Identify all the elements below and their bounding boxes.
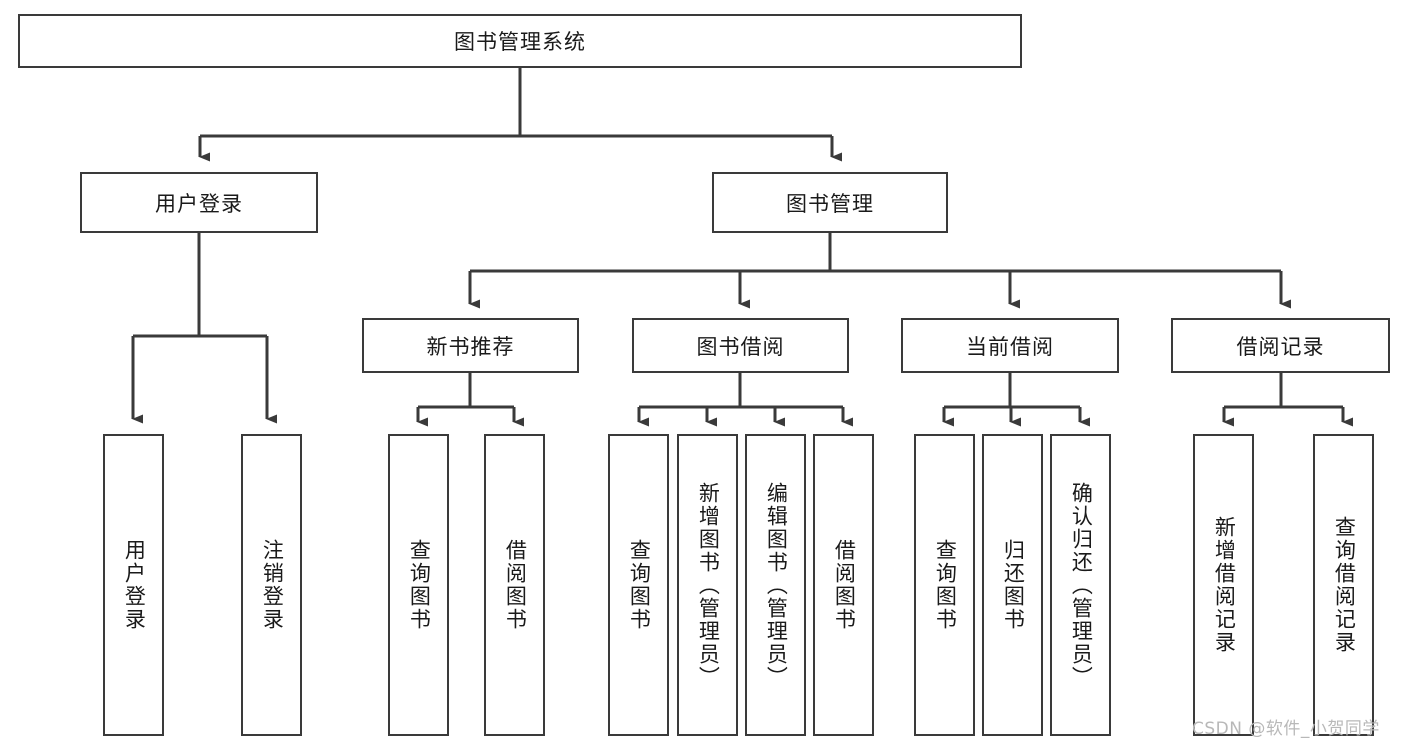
leaf-label: 用户登录	[122, 539, 147, 631]
leaf-current-borrow-confirm-return-admin[interactable]: 确认归还（管理员）	[1050, 434, 1111, 736]
leaf-label: 借阅图书	[832, 539, 857, 631]
leaf-book-borrow-borrow-book[interactable]: 借阅图书	[813, 434, 874, 736]
leaf-label: 新增图书（管理员）	[696, 481, 721, 689]
node-user-login[interactable]: 用户登录	[80, 172, 318, 233]
leaf-label: 归还图书	[1001, 539, 1026, 631]
leaf-borrow-record-query-record[interactable]: 查询借阅记录	[1313, 434, 1374, 736]
leaf-new-book-borrow-book[interactable]: 借阅图书	[484, 434, 545, 736]
node-book-borrow[interactable]: 图书借阅	[632, 318, 849, 373]
leaf-current-borrow-query-book[interactable]: 查询图书	[914, 434, 975, 736]
leaf-book-borrow-add-book-admin[interactable]: 新增图书（管理员）	[677, 434, 738, 736]
node-current-borrow[interactable]: 当前借阅	[901, 318, 1119, 373]
leaf-user-login-login[interactable]: 用户登录	[103, 434, 164, 736]
node-book-management[interactable]: 图书管理	[712, 172, 948, 233]
leaf-borrow-record-add-record[interactable]: 新增借阅记录	[1193, 434, 1254, 736]
leaf-label: 借阅图书	[503, 539, 528, 631]
leaf-book-borrow-edit-book-admin[interactable]: 编辑图书（管理员）	[745, 434, 806, 736]
leaf-label: 注销登录	[260, 539, 285, 631]
leaf-label: 查询图书	[933, 539, 958, 631]
node-borrow-record[interactable]: 借阅记录	[1171, 318, 1390, 373]
watermark-text: CSDN @软件_小贺同学	[1192, 719, 1380, 739]
node-new-book-recommend[interactable]: 新书推荐	[362, 318, 579, 373]
leaf-label: 查询图书	[407, 539, 432, 631]
leaf-label: 确认归还（管理员）	[1069, 481, 1094, 689]
leaf-label: 新增借阅记录	[1212, 516, 1237, 654]
leaf-book-borrow-query-book[interactable]: 查询图书	[608, 434, 669, 736]
leaf-label: 查询图书	[627, 539, 652, 631]
leaf-label: 查询借阅记录	[1332, 516, 1357, 654]
node-root-book-management-system[interactable]: 图书管理系统	[18, 14, 1022, 68]
leaf-current-borrow-return-book[interactable]: 归还图书	[982, 434, 1043, 736]
leaf-new-book-query-book[interactable]: 查询图书	[388, 434, 449, 736]
leaf-user-login-logout[interactable]: 注销登录	[241, 434, 302, 736]
leaf-label: 编辑图书（管理员）	[764, 481, 789, 689]
